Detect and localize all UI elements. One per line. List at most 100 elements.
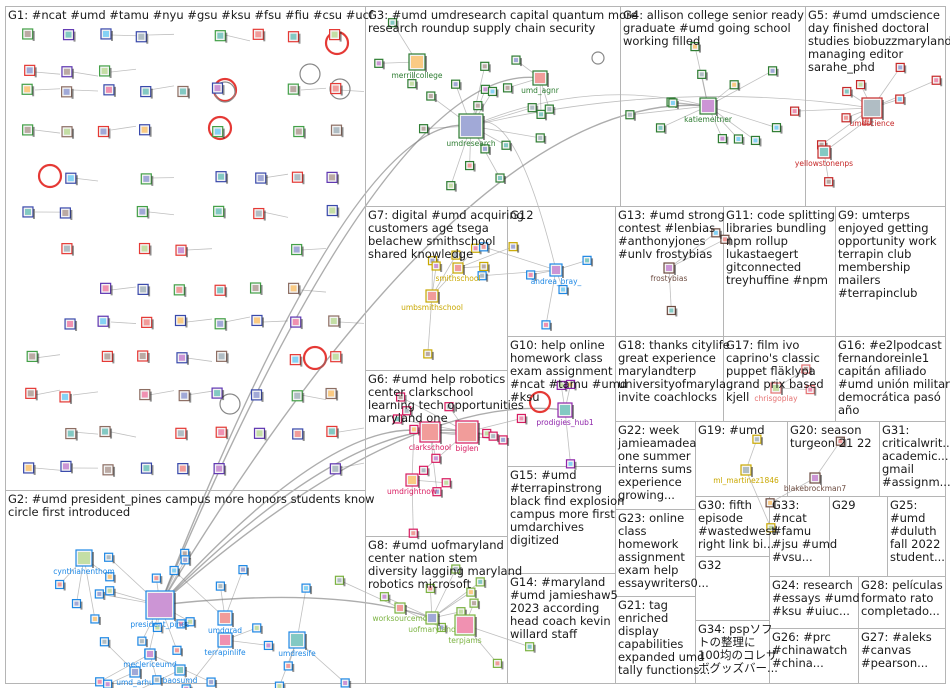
- satellite-node[interactable]: [480, 61, 491, 73]
- satellite-node[interactable]: [451, 250, 462, 262]
- satellite-node[interactable]: [895, 62, 907, 74]
- g1-member-node[interactable]: [287, 31, 301, 44]
- hub-node-clarkschool[interactable]: [419, 421, 442, 444]
- satellite-node[interactable]: [824, 177, 835, 188]
- hub-node-blakebrockman7[interactable]: [809, 472, 822, 485]
- satellite-node[interactable]: [516, 413, 528, 425]
- g1-member-node[interactable]: [289, 354, 303, 367]
- g1-member-node[interactable]: [291, 390, 305, 403]
- g1-member-node[interactable]: [292, 428, 305, 441]
- satellite-node[interactable]: [508, 242, 520, 253]
- g1-member-node[interactable]: [215, 350, 229, 364]
- g1-member-node[interactable]: [138, 242, 152, 256]
- satellite-node[interactable]: [436, 622, 448, 634]
- hub-node-terpjams[interactable]: [454, 614, 477, 637]
- g1-member-node[interactable]: [291, 171, 305, 185]
- satellite-node[interactable]: [544, 104, 556, 116]
- g1-member-node[interactable]: [330, 82, 343, 96]
- satellite-node[interactable]: [185, 617, 197, 628]
- satellite-node[interactable]: [105, 586, 116, 597]
- satellite-node[interactable]: [477, 271, 489, 282]
- satellite-node[interactable]: [402, 406, 413, 417]
- g1-member-node[interactable]: [215, 171, 229, 184]
- satellite-node[interactable]: [104, 552, 115, 564]
- satellite-node[interactable]: [479, 261, 490, 273]
- g1-member-node[interactable]: [175, 427, 188, 441]
- g1-member-node[interactable]: [255, 172, 268, 186]
- hub-node-katiemeltner[interactable]: [699, 97, 718, 116]
- g1-member-node[interactable]: [102, 464, 116, 477]
- hub-node-cynthiahenthom[interactable]: [75, 549, 94, 568]
- satellite-node[interactable]: [408, 528, 420, 540]
- g1-member-node[interactable]: [99, 425, 113, 439]
- g1-member-node[interactable]: [176, 352, 189, 365]
- hub-node-andrea-bray-[interactable]: [549, 263, 564, 278]
- satellite-node[interactable]: [752, 434, 763, 446]
- g1-member-node[interactable]: [174, 314, 188, 328]
- g1-member-node[interactable]: [287, 83, 301, 97]
- satellite-node[interactable]: [733, 134, 745, 145]
- satellite-node[interactable]: [767, 66, 779, 77]
- g1-member-node[interactable]: [98, 65, 112, 78]
- satellite-node[interactable]: [387, 18, 399, 29]
- satellite-node[interactable]: [152, 675, 163, 686]
- satellite-node[interactable]: [451, 564, 462, 576]
- hub-node-umd-arhu[interactable]: [129, 666, 142, 679]
- satellite-node[interactable]: [771, 123, 783, 134]
- g1-member-node[interactable]: [137, 283, 151, 297]
- satellite-node[interactable]: [535, 133, 547, 144]
- g1-member-node[interactable]: [141, 316, 154, 330]
- satellite-node[interactable]: [895, 94, 906, 106]
- satellite-node[interactable]: [717, 134, 729, 145]
- satellite-node[interactable]: [835, 436, 847, 448]
- satellite-node[interactable]: [473, 101, 484, 112]
- g1-member-node[interactable]: [249, 282, 263, 296]
- hub-node-chrisgoplay[interactable]: [770, 382, 783, 395]
- satellite-node[interactable]: [176, 619, 187, 630]
- g1-member-node[interactable]: [61, 243, 74, 256]
- g1-member-node[interactable]: [215, 426, 229, 440]
- satellite-node[interactable]: [252, 623, 263, 634]
- hub-node-prodigies-hub1[interactable]: [557, 402, 574, 419]
- g1-member-node[interactable]: [97, 125, 111, 139]
- satellite-node[interactable]: [690, 42, 701, 53]
- hub-node-umdresearch[interactable]: [458, 113, 485, 140]
- g1-member-node[interactable]: [60, 460, 73, 474]
- satellite-node[interactable]: [801, 364, 812, 376]
- satellite-node[interactable]: [431, 261, 443, 273]
- satellite-node[interactable]: [94, 589, 106, 600]
- satellite-node[interactable]: [464, 160, 476, 172]
- g1-member-node[interactable]: [173, 284, 187, 297]
- satellite-node[interactable]: [527, 103, 539, 114]
- g1-member-node[interactable]: [140, 85, 153, 99]
- g1-member-node[interactable]: [250, 389, 264, 402]
- satellite-node[interactable]: [426, 91, 437, 103]
- satellite-node[interactable]: [765, 498, 777, 509]
- g1-member-node[interactable]: [326, 204, 340, 218]
- satellite-node[interactable]: [425, 583, 437, 595]
- hub-node-smithschool[interactable]: [452, 262, 465, 275]
- g1-member-node[interactable]: [22, 28, 35, 41]
- hub-node-umdscience[interactable]: [861, 97, 884, 120]
- g1-member-node[interactable]: [178, 390, 192, 403]
- g1-member-node[interactable]: [64, 318, 78, 331]
- hub-node-umdgrad[interactable]: [217, 610, 234, 627]
- satellite-node[interactable]: [103, 679, 114, 688]
- satellite-node[interactable]: [90, 614, 101, 625]
- g1-member-node[interactable]: [330, 351, 343, 364]
- satellite-node[interactable]: [172, 645, 183, 657]
- hub-node-umdrightnow[interactable]: [405, 473, 420, 488]
- satellite-node[interactable]: [169, 565, 181, 577]
- satellite-node[interactable]: [475, 577, 487, 588]
- g1-member-node[interactable]: [25, 387, 38, 401]
- satellite-node[interactable]: [711, 228, 722, 239]
- g1-member-node[interactable]: [211, 387, 225, 401]
- satellite-node[interactable]: [181, 684, 193, 688]
- satellite-node[interactable]: [582, 255, 594, 267]
- satellite-node[interactable]: [766, 523, 777, 534]
- satellite-node[interactable]: [423, 349, 434, 360]
- g1-member-node[interactable]: [135, 31, 149, 44]
- satellite-node[interactable]: [71, 599, 83, 610]
- g1-member-node[interactable]: [100, 282, 113, 296]
- satellite-node[interactable]: [697, 69, 708, 81]
